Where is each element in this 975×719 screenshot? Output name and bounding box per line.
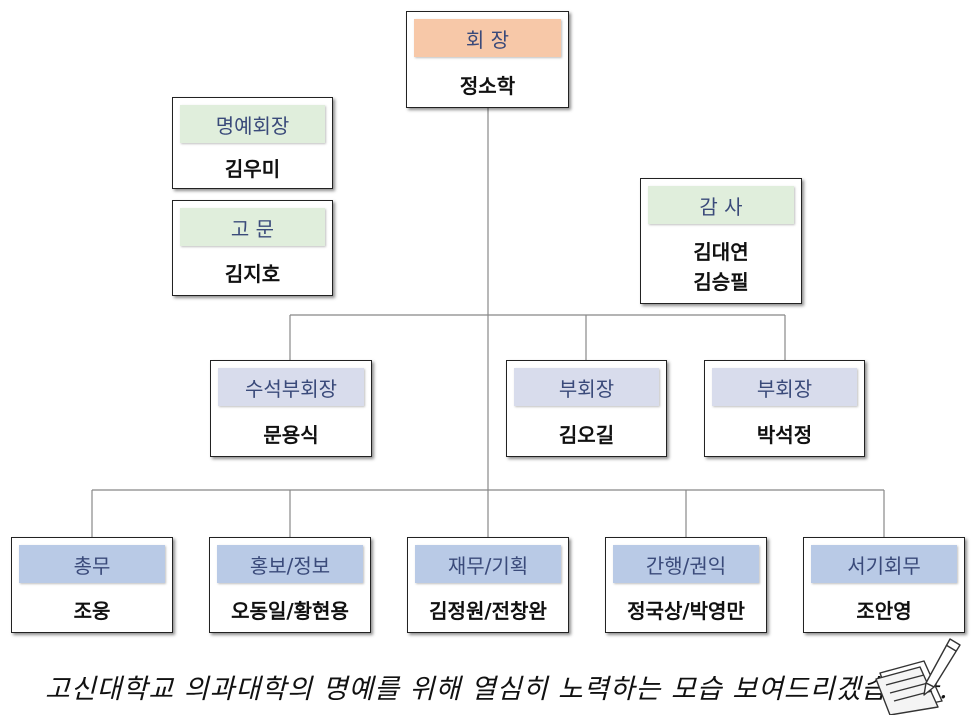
vp-box-3: 부회장 박석정 xyxy=(704,360,865,457)
dept-box-3: 재무/기획 김정원/전창완 xyxy=(407,537,569,633)
vp-box-1: 수석부회장 문용식 xyxy=(210,360,372,457)
vp-name-1: 문용식 xyxy=(263,422,319,447)
dept-name-4: 정국상/박영만 xyxy=(627,599,745,623)
footer-slogan: 고신대학교 의과대학의 명예를 위해 열심히 노력하는 모습 보여드리겠습니다. xyxy=(45,674,949,705)
honorary-role: 명예회장 xyxy=(180,105,325,143)
auditor-box: 감 사 김대연 김승필 xyxy=(640,178,802,304)
dept-role-1: 총무 xyxy=(19,545,165,583)
president-name: 정소학 xyxy=(459,73,516,98)
advisor-role: 고 문 xyxy=(180,208,325,246)
advisor-box: 고 문 김지호 xyxy=(172,200,333,296)
vp-role-2: 부회장 xyxy=(514,368,659,406)
honorary-box: 명예회장 김우미 xyxy=(172,97,333,189)
president-box: 회 장 정소학 xyxy=(406,11,569,108)
dept-name-5: 조안영 xyxy=(856,599,912,623)
honorary-name: 김우미 xyxy=(224,157,281,181)
dept-role-4: 간행/권익 xyxy=(613,545,759,583)
vp-name-3: 박석정 xyxy=(756,422,813,447)
auditor-role: 감 사 xyxy=(648,186,794,224)
paper-pen-icon xyxy=(875,638,961,715)
dept-name-3: 김정원/전창완 xyxy=(429,599,547,623)
dept-box-2: 홍보/정보 오동일/황현용 xyxy=(209,537,371,633)
vp-role-1: 수석부회장 xyxy=(218,368,364,406)
dept-box-1: 총무 조웅 xyxy=(11,537,173,633)
president-role: 회 장 xyxy=(414,19,561,57)
dept-name-1: 조웅 xyxy=(73,599,111,623)
advisor-name: 김지호 xyxy=(224,262,281,286)
dept-role-5: 서기회무 xyxy=(811,545,957,583)
auditor-name-2: 김승필 xyxy=(693,270,749,294)
dept-box-5: 서기회무 조안영 xyxy=(803,537,965,633)
vp-name-2: 김오길 xyxy=(558,422,615,447)
dept-name-2: 오동일/황현용 xyxy=(231,599,349,623)
auditor-name-1: 김대연 xyxy=(693,240,749,264)
dept-box-4: 간행/권익 정국상/박영만 xyxy=(605,537,767,633)
vp-role-3: 부회장 xyxy=(712,368,857,406)
dept-role-2: 홍보/정보 xyxy=(217,545,363,583)
vp-box-2: 부회장 김오길 xyxy=(506,360,667,457)
auditor-names: 김대연 김승필 xyxy=(641,231,801,303)
dept-role-3: 재무/기획 xyxy=(415,545,561,583)
